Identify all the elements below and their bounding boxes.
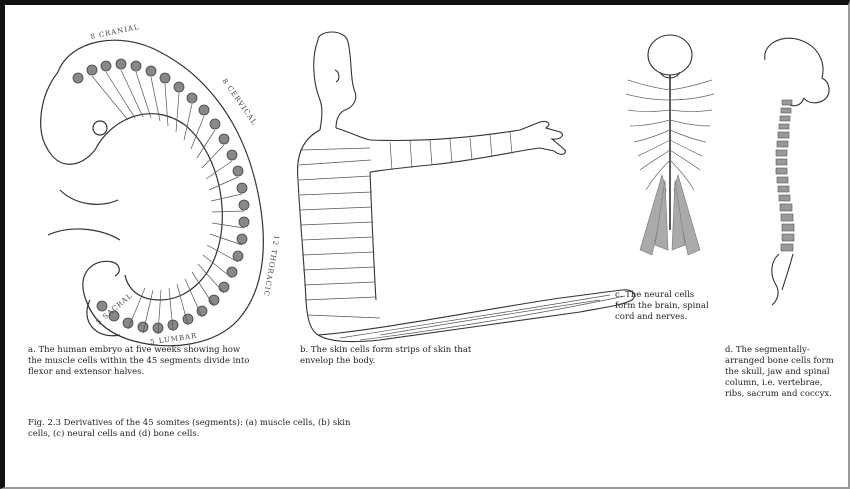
figure-caption: Fig. 2.3 Derivatives of the 45 somites (… bbox=[28, 418, 368, 440]
skeleton-spine-figure bbox=[765, 38, 829, 305]
caption-d: d. The segmentally-arranged bone cells f… bbox=[725, 345, 840, 400]
nervous-system-figure bbox=[626, 35, 714, 255]
caption-a: a. The human embryo at five weeks showin… bbox=[28, 345, 253, 378]
caption-c: c. The neural cells form the brain, spin… bbox=[615, 290, 710, 323]
dermatome-figure bbox=[298, 32, 635, 342]
caption-b: b. The skin cells form strips of skin th… bbox=[300, 345, 500, 367]
